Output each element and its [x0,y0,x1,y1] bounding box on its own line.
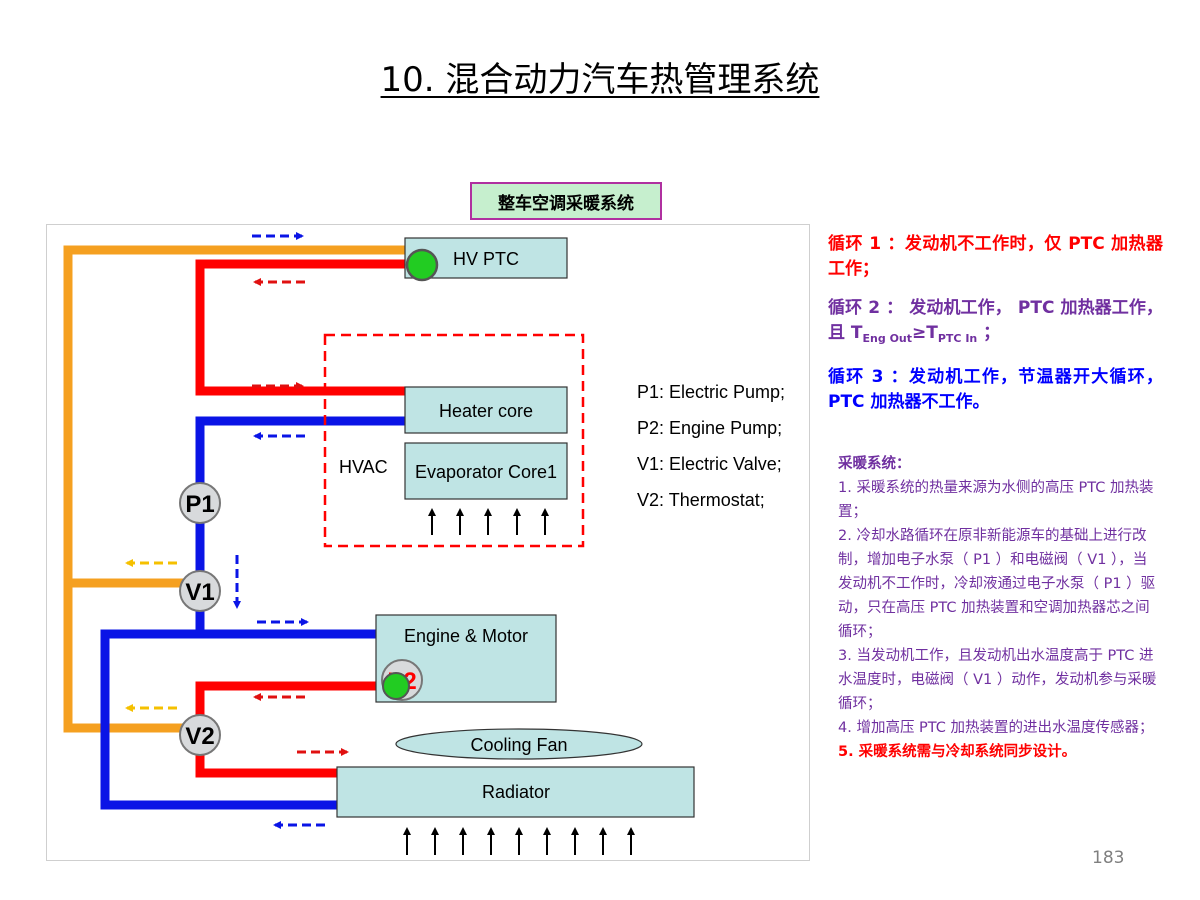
page-number: 183 [1092,848,1125,868]
loop-2-text: 循环 2 ： 发动机工作， PTC 加热器工作，且 TEng Out≥TPTC … [828,296,1163,351]
p1-label: P1 [185,491,214,518]
engine-motor-label: Engine & Motor [404,626,528,646]
legend-p2: P2: Engine Pump; [637,418,782,438]
cooling-fan-shape: Cooling Fan [395,728,643,760]
evaporator-core-box: Evaporator Core1 [404,442,568,500]
hvac-boundary [323,333,585,548]
notes-item-4: 4. 增加高压 PTC 加热装置的进出水温度传感器； [838,720,1154,736]
radiator-label: Radiator [482,782,550,802]
v2-label: V2 [185,723,214,750]
page-title: 10. 混合动力汽车热管理系统 [380,60,820,100]
diagram-panel: HVAC HV PTC Heater core Evaporator Core1… [46,224,810,861]
blue-pipe [100,416,405,810]
flow-arrows [125,232,349,829]
loop-2-sub-eng-out: Eng Out [862,332,913,345]
heater-core-label: Heater core [439,401,533,421]
hv-ptc-label: HV PTC [453,249,519,269]
evaporator-core-label: Evaporator Core1 [415,462,557,482]
radiator-airflow-arrows [403,827,635,855]
cooling-fan-label: Cooling Fan [470,735,567,755]
p2-node: P2 [381,659,423,701]
engine-sensor-node [382,672,410,700]
notes-item-1: 1. 采暖系统的热量来源为水侧的高压 PTC 加热装置； [838,480,1154,520]
loop-2-part-c: ； [977,323,1001,343]
notes-heading: 采暖系统： [838,456,911,472]
loop-2-sub-ptc-in: PTC In [937,332,978,345]
orange-pipe [63,245,405,733]
thermal-diagram: HVAC HV PTC Heater core Evaporator Core1… [63,232,785,855]
heating-notes: 采暖系统： 1. 采暖系统的热量来源为水侧的高压 PTC 加热装置； 2. 冷却… [838,452,1160,764]
loop-2-part-b: ≥T [912,323,938,343]
notes-item-2: 2. 冷却水路循环在原非新能源车的基础上进行改制，增加电子水泵（ P1 ）和电磁… [838,528,1156,640]
loop-descriptions: 循环 1 ：发动机不工作时，仅 PTC 加热器工作； 循环 2 ： 发动机工作，… [828,232,1163,429]
notes-item-3: 3. 当发动机工作，且发动机出水温度高于 PTC 进水温度时，电磁阀（ V1 ）… [838,648,1157,712]
engine-motor-box: Engine & Motor [375,614,557,703]
notes-item-5: 5. 采暖系统需与冷却系统同步设计。 [838,744,1077,760]
p1-node: P1 [179,482,221,524]
v1-label: V1 [185,579,214,606]
component-legend: P1: Electric Pump; P2: Engine Pump; V1: … [637,382,785,510]
v1-node: V1 [179,570,221,612]
legend-v2: V2: Thermostat; [637,490,765,510]
v2-node: V2 [179,714,221,756]
heater-core-box: Heater core [404,386,568,434]
ptc-sensor-node [405,248,439,282]
legend-v1: V1: Electric Valve; [637,454,782,474]
loop-3-text: 循环 3 ：发动机工作，节温器开大循环， PTC 加热器不工作。 [828,367,1163,412]
hvac-label: HVAC [339,457,388,477]
legend-p1: P1: Electric Pump; [637,382,785,402]
evaporator-airflow-arrows [428,508,549,535]
diagram-subtitle: 整车空调采暖系统 [470,182,662,220]
radiator-box: Radiator [336,766,695,818]
loop-1-text: 循环 1 ：发动机不工作时，仅 PTC 加热器工作； [828,234,1163,279]
loop-2-part-a: 循环 2 ： 发动机工作， PTC 加热器工作，且 T [828,298,1163,343]
